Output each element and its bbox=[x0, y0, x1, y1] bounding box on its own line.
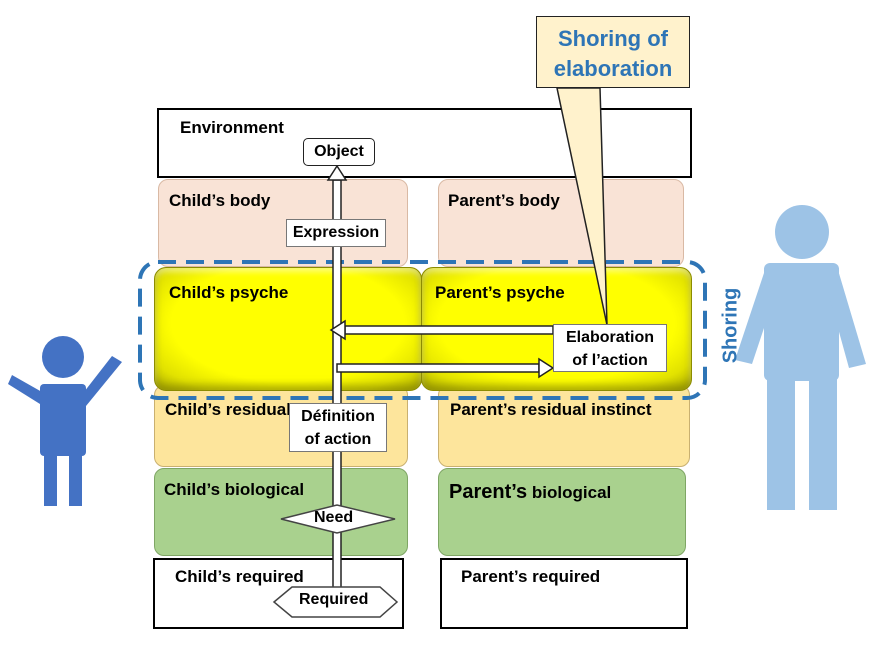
parent-required-layer bbox=[440, 558, 688, 629]
need-diamond bbox=[280, 504, 396, 534]
parent-biological-layer bbox=[438, 468, 686, 556]
elaboration-node: Elaboration of l’action bbox=[553, 324, 667, 372]
callout-line-1: Shoring of bbox=[558, 26, 668, 51]
environment-label: Environment bbox=[180, 118, 284, 137]
definition-line-1: Définition bbox=[301, 408, 375, 425]
parent-body-label: Parent’s body bbox=[448, 191, 560, 210]
parent-biological-label: Parent’s biological bbox=[449, 481, 611, 504]
arrow-definition-to-parent bbox=[336, 357, 555, 379]
environment-layer bbox=[157, 108, 692, 178]
callout-shoring-elaboration: Shoring of elaboration bbox=[536, 16, 690, 88]
parent-biological-strong: Parent’s bbox=[449, 481, 528, 503]
parent-figure-icon bbox=[735, 205, 866, 510]
elaboration-line-2: of l’action bbox=[572, 352, 648, 369]
elaboration-line-1: Elaboration bbox=[565, 329, 654, 346]
parent-residual-layer bbox=[438, 385, 690, 467]
required-hexagon bbox=[272, 586, 399, 618]
parent-psyche-label: Parent’s psyche bbox=[435, 283, 565, 302]
shoring-frame bbox=[138, 260, 707, 400]
parent-required-label: Parent’s required bbox=[461, 567, 601, 586]
callout-pointer bbox=[556, 87, 608, 326]
parent-body-layer bbox=[438, 179, 684, 267]
need-label: Need bbox=[314, 509, 354, 526]
parent-residual-label: Parent’s residual instinct bbox=[450, 400, 652, 419]
child-figure-icon bbox=[8, 336, 122, 506]
definition-node: Définition of action bbox=[289, 403, 387, 452]
required-label: Required bbox=[299, 591, 369, 608]
callout-line-2: elaboration bbox=[553, 56, 673, 81]
object-node: Object bbox=[303, 138, 375, 166]
definition-line-2: of action bbox=[304, 431, 372, 448]
expression-node: Expression bbox=[286, 219, 386, 247]
arrow-elaboration-to-child bbox=[329, 319, 554, 341]
child-required-label: Child’s required bbox=[175, 567, 304, 586]
parent-biological-rest: biological bbox=[527, 483, 612, 502]
child-residual-label: Child’s residual instinct bbox=[165, 400, 290, 419]
child-psyche-label: Child’s psyche bbox=[169, 283, 289, 302]
child-body-label: Child’s body bbox=[169, 191, 271, 210]
shoring-label: Shoring bbox=[719, 287, 742, 364]
child-biological-label: Child’s biological bbox=[164, 480, 305, 499]
